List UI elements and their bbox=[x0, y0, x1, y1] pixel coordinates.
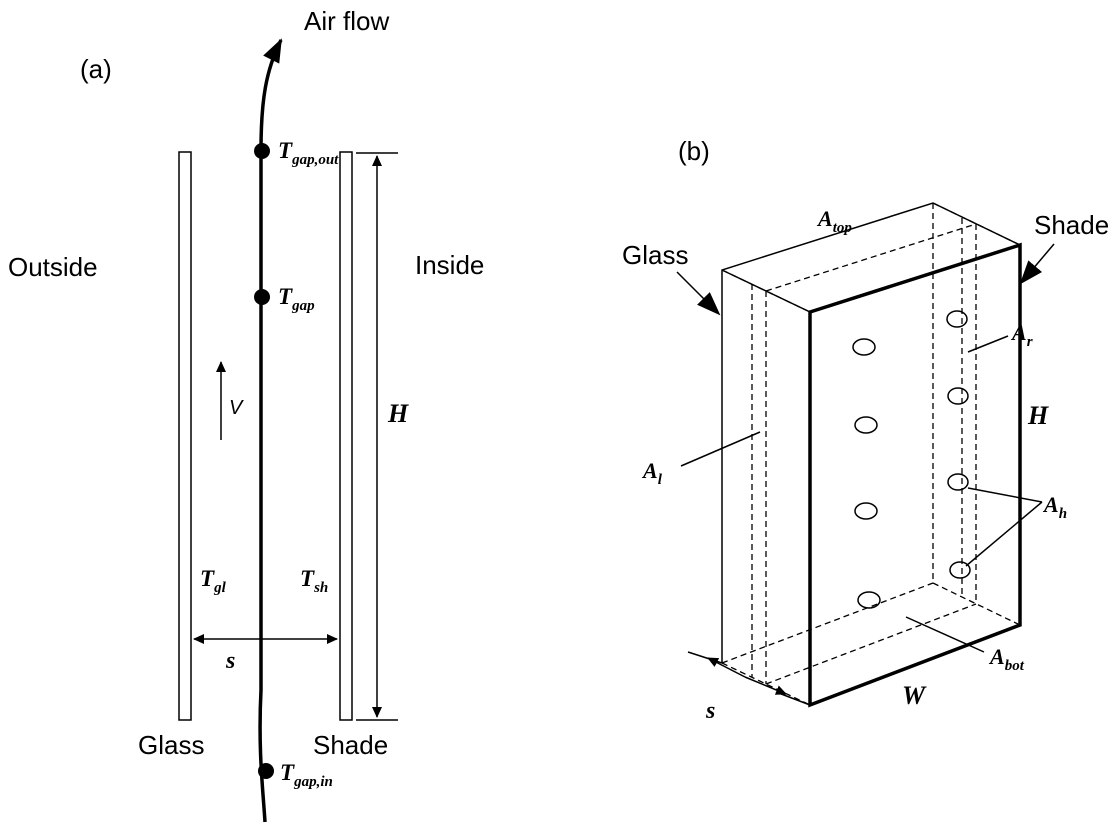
shade-pane bbox=[339, 151, 353, 721]
w-label: W bbox=[902, 681, 927, 710]
a-l-label: Al bbox=[641, 458, 663, 488]
glass-outline bbox=[721, 202, 1021, 663]
t-gap-in-node bbox=[258, 763, 274, 779]
glass-label-a: Glass bbox=[138, 730, 204, 760]
outside-label: Outside bbox=[8, 252, 98, 282]
t-gap-node bbox=[254, 289, 270, 305]
panel-a-label: (a) bbox=[80, 54, 112, 84]
t-gap-label: Tgap bbox=[278, 284, 315, 314]
hole bbox=[949, 561, 971, 579]
glass-pane bbox=[178, 151, 192, 721]
a-h-leader bbox=[965, 501, 1043, 567]
s-ext-line bbox=[775, 691, 811, 706]
hole bbox=[857, 591, 881, 609]
hole bbox=[946, 310, 968, 328]
panel-b-label: (b) bbox=[678, 136, 710, 166]
t-gap-in-label: Tgap,in bbox=[280, 760, 333, 790]
panel-b: (b) Glass Shade Atop bbox=[622, 136, 1109, 724]
glass-label-b: Glass bbox=[622, 240, 688, 270]
hole bbox=[947, 387, 969, 405]
hidden-edge bbox=[721, 582, 934, 664]
panel-a: (a) Air flow Outside Inside Glass Shade … bbox=[8, 6, 484, 823]
hole bbox=[854, 416, 878, 434]
s-label-a: s bbox=[225, 648, 235, 674]
t-gap-out-label: Tgap,out bbox=[278, 138, 339, 168]
shade-pointer-arrow bbox=[1019, 243, 1055, 285]
a-l-leader bbox=[680, 431, 761, 467]
a-r-label: Ar bbox=[1010, 320, 1033, 350]
t-sh-label: Tsh bbox=[300, 566, 328, 596]
hole bbox=[854, 502, 878, 520]
hole bbox=[852, 338, 876, 356]
hidden-edge bbox=[721, 662, 811, 706]
shade-label-a: Shade bbox=[313, 730, 388, 760]
h-label-b: H bbox=[1027, 401, 1049, 430]
top-edge bbox=[721, 269, 811, 313]
s-label-b: s bbox=[705, 698, 715, 724]
shade-label-b: Shade bbox=[1034, 210, 1109, 240]
h-label-a: H bbox=[387, 399, 409, 428]
a-h-label: Ah bbox=[1042, 492, 1067, 522]
glass-pointer-arrow bbox=[676, 271, 721, 316]
inside-label: Inside bbox=[415, 250, 484, 280]
a-h-leader bbox=[967, 487, 1043, 503]
s-dim-arrow-b bbox=[744, 676, 787, 695]
hidden-edge bbox=[932, 582, 1021, 626]
t-gap-out-node bbox=[254, 143, 270, 159]
a-bot-label: Abot bbox=[988, 644, 1025, 674]
air-flow-label: Air flow bbox=[304, 6, 389, 36]
shade-face bbox=[808, 242, 1022, 708]
a-top-label: Atop bbox=[816, 206, 852, 236]
inner-dashed-line bbox=[765, 603, 977, 685]
a-bot-leader bbox=[905, 616, 985, 653]
t-gl-label: Tgl bbox=[200, 566, 227, 596]
hole bbox=[947, 473, 969, 491]
s-ext-line bbox=[687, 651, 723, 664]
air-flow-arrow bbox=[258, 38, 283, 823]
velocity-label: V bbox=[229, 397, 244, 419]
s-dim-arrow-b bbox=[707, 657, 746, 678]
a-r-leader bbox=[967, 335, 1009, 353]
inner-dashed-line bbox=[765, 223, 977, 292]
